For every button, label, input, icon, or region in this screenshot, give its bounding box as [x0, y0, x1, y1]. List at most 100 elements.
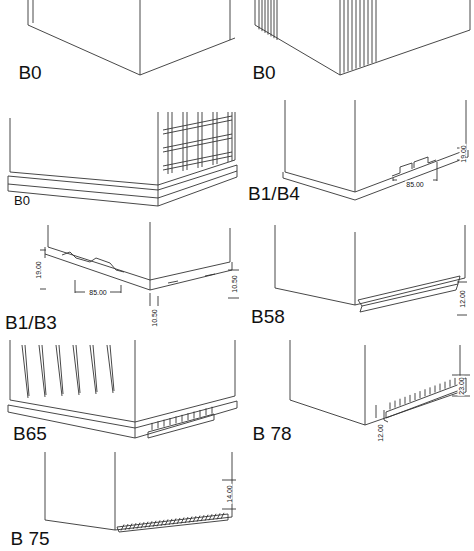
cabinet-b0-fluted — [255, 0, 470, 75]
comb-tooth — [188, 413, 189, 420]
lattice-bar — [163, 152, 232, 166]
comb-tooth — [455, 378, 456, 385]
panel-code: B1/B4 — [248, 184, 300, 203]
trough-profile — [358, 276, 460, 312]
comb-rail — [384, 378, 466, 422]
dimension-line — [376, 375, 470, 418]
rail-hatch — [193, 516, 196, 522]
flute-line — [344, 0, 345, 73]
rail-hatch — [185, 517, 188, 523]
rail-hatch — [221, 513, 224, 519]
comb-tooth — [445, 382, 446, 389]
lattice-bar — [228, 112, 229, 162]
rail-hatch — [173, 518, 176, 524]
flute-line — [271, 0, 272, 36]
blade-line — [39, 345, 45, 397]
rail-hatch — [177, 518, 180, 524]
dimension-line — [393, 162, 437, 181]
dimension-line — [228, 270, 239, 298]
flute-line — [376, 0, 377, 62]
rail-hatch — [213, 514, 216, 520]
blade-line — [76, 345, 80, 393]
dimension-line — [457, 282, 467, 315]
panel-code: B0 — [252, 63, 275, 82]
lattice-bar — [198, 112, 199, 168]
rail-hatch — [157, 520, 160, 526]
lattice-bar — [163, 156, 232, 170]
flute-line — [348, 0, 349, 71]
flute-line — [268, 0, 269, 35]
rail-hatch — [169, 519, 172, 525]
comb-tooth — [425, 389, 426, 396]
comb-tooth — [410, 395, 411, 402]
clip-profile — [392, 157, 436, 176]
comb-tooth — [212, 407, 213, 414]
comb-tooth — [152, 423, 153, 430]
cabinet-b0-plain — [28, 0, 235, 75]
clip-profile — [62, 252, 215, 283]
comb-tooth — [164, 420, 165, 427]
flute-line — [265, 0, 266, 33]
dimension-value: 85.00 — [88, 289, 108, 296]
lattice-bar — [202, 112, 203, 167]
lattice-bar — [163, 120, 232, 134]
rail-hatch — [209, 514, 212, 520]
cabinet-outline — [283, 100, 468, 200]
lattice-bar — [163, 138, 232, 152]
lattice-bar — [217, 112, 218, 164]
panel-code: B 75 — [10, 529, 49, 548]
blade-line — [25, 345, 29, 396]
panel-code: B 78 — [252, 424, 291, 443]
flute-line — [364, 0, 365, 66]
flute-line — [262, 0, 263, 31]
blade-line — [22, 345, 28, 398]
cabinet-b78 — [290, 340, 470, 425]
flute-line — [360, 0, 361, 67]
panel-code: B65 — [13, 424, 47, 443]
cabinet-outline — [255, 0, 470, 75]
rail-hatch — [129, 524, 132, 530]
dimension-value: 85.00 — [405, 181, 425, 188]
rail-hatch — [205, 515, 208, 521]
dimension-value: 10.50 — [231, 274, 238, 294]
blade-line — [93, 345, 97, 392]
panel-code: B58 — [251, 307, 285, 326]
cabinet-b58 — [275, 225, 467, 315]
comb-tooth — [395, 401, 396, 408]
flute-line — [356, 0, 357, 69]
cabinet-b1-b4 — [283, 100, 468, 200]
dimension-value: 14.00 — [226, 484, 233, 504]
cabinet-outline — [275, 225, 465, 305]
panel-code: B1/B3 — [5, 313, 57, 332]
lattice-bar — [232, 112, 233, 161]
comb-tooth — [450, 380, 451, 387]
comb-tooth — [440, 384, 441, 391]
blade-line — [110, 345, 114, 391]
blade-line — [42, 345, 46, 395]
comb-tooth — [400, 399, 401, 406]
panel-code: B0 — [14, 194, 30, 207]
dimension-value: 12.00 — [459, 289, 466, 309]
cabinet-outline — [28, 0, 235, 75]
comb-tooth — [415, 393, 416, 400]
cabinet-b0-plinth — [8, 112, 237, 206]
cabinet-outline — [45, 222, 232, 290]
comb-tooth — [420, 391, 421, 398]
comb-tooth — [390, 402, 391, 409]
rail-hatch — [133, 523, 136, 529]
flute-line — [274, 0, 275, 38]
rail-hatch — [149, 521, 152, 527]
hatched-rail — [117, 514, 228, 532]
rail-hatch — [141, 522, 144, 528]
rail-hatch — [197, 516, 200, 522]
flute-line — [368, 0, 369, 64]
dimension-line — [150, 293, 158, 306]
rail-hatch — [217, 513, 220, 519]
dimension-line — [222, 480, 236, 509]
comb-rail — [148, 414, 214, 438]
comb-tooth — [194, 412, 195, 419]
rail-hatch — [181, 518, 184, 524]
comb-tooth — [206, 408, 207, 415]
cabinet-outline — [290, 340, 460, 425]
